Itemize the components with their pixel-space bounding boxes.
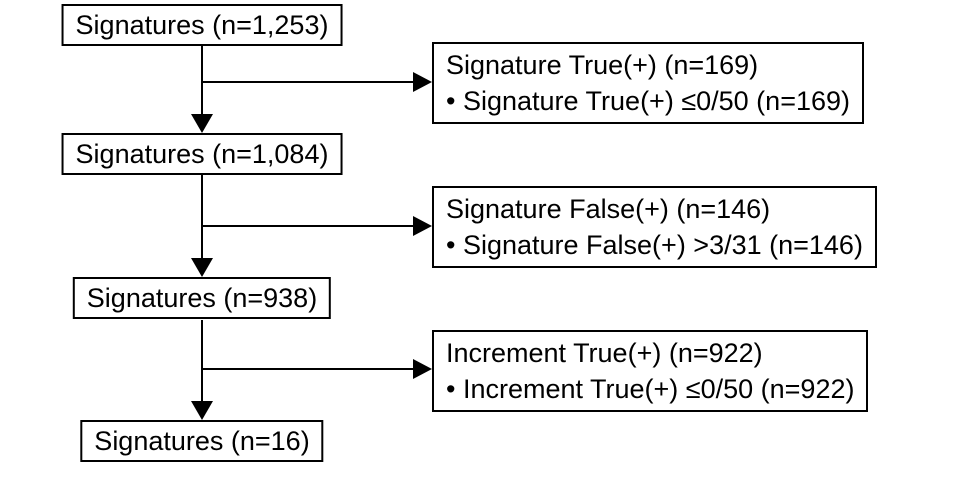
main-box-signatures-1084: Signatures (n=1,084) [61,133,343,175]
exclusion-box-bullet: • Signature False(+) >3/31 (n=146) [446,230,863,260]
exclusion-box-increment-true: Increment True(+) (n=922) • Increment Tr… [432,330,869,412]
exclusion-box-signature-true: Signature True(+) (n=169) • Signature Tr… [432,42,864,124]
exclusion-box-bullet: • Signature True(+) ≤0/50 (n=169) [446,86,850,116]
right-arrowhead-icon-2 [413,216,432,236]
down-arrowhead-icon-1 [191,114,213,133]
right-arrowhead-icon-1 [413,72,432,92]
down-arrowhead-icon-2 [191,258,213,277]
exclusion-box-title: Signature False(+) (n=146) [446,194,771,224]
main-box-signatures-16: Signatures (n=16) [80,420,324,462]
main-box-signatures-938: Signatures (n=938) [72,277,332,319]
main-box-signatures-1253: Signatures (n=1,253) [61,4,343,46]
exclusion-box-title: Increment True(+) (n=922) [446,338,763,368]
exclusion-box-signature-false: Signature False(+) (n=146) • Signature F… [432,186,877,268]
exclusion-box-title: Signature True(+) (n=169) [446,50,759,80]
exclusion-box-bullet: • Increment True(+) ≤0/50 (n=922) [446,374,855,404]
down-arrowhead-icon-3 [191,401,213,420]
right-arrowhead-icon-3 [413,359,432,379]
